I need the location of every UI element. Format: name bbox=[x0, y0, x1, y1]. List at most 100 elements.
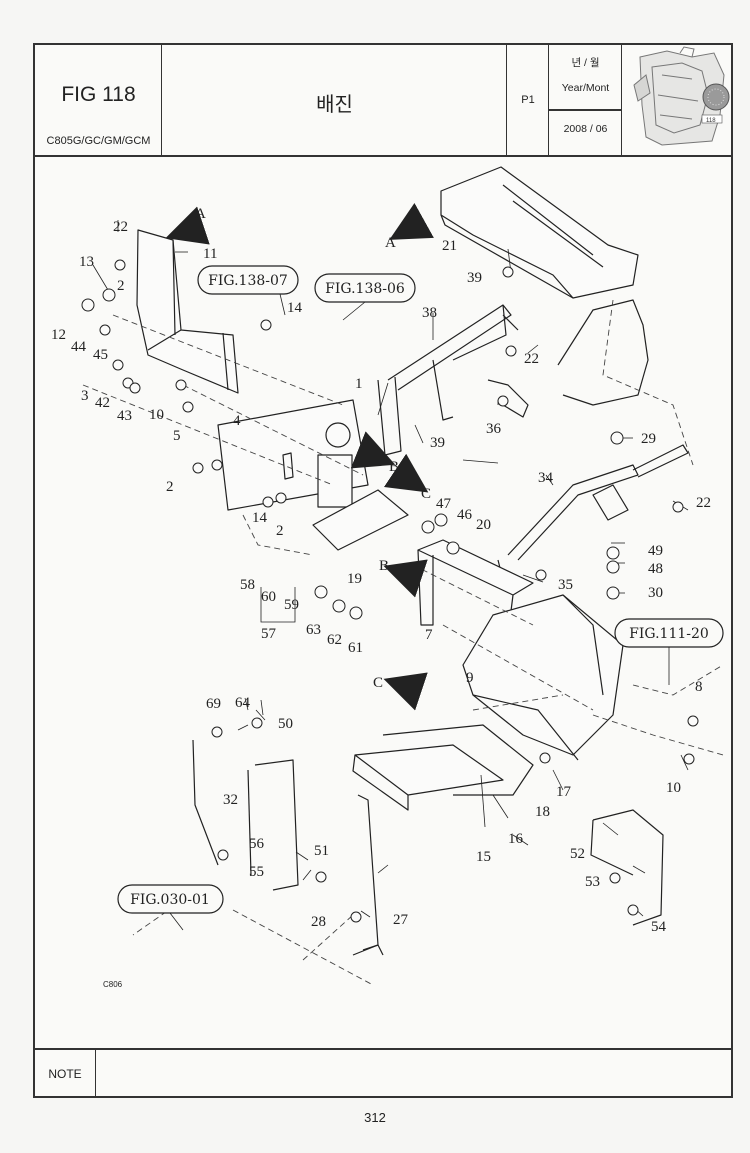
view-letter: B bbox=[389, 459, 399, 475]
part-number: 69 bbox=[206, 696, 221, 712]
arrow-a-rear bbox=[389, 202, 434, 240]
note-row: NOTE bbox=[35, 1048, 731, 1098]
arrow-c-right bbox=[383, 672, 428, 711]
part-number: 21 bbox=[442, 238, 457, 254]
part-number: 19 bbox=[347, 571, 362, 587]
part-number: 14 bbox=[252, 510, 268, 526]
part-number: 64 bbox=[235, 695, 251, 711]
ref-fig-111-20: FIG.111-20 bbox=[629, 626, 709, 642]
part-number: 5 bbox=[173, 428, 181, 444]
arrow-a-upper bbox=[165, 206, 210, 245]
part-number: 52 bbox=[570, 846, 585, 862]
part-number: 27 bbox=[393, 912, 409, 928]
part-number: 48 bbox=[648, 561, 663, 577]
figure-cell: FIG 118 C805G/GC/GM/GCM bbox=[35, 45, 162, 155]
date-header-ko: 년 / 월 bbox=[571, 57, 600, 69]
arrow-c-left bbox=[383, 453, 429, 493]
ref-bubble-138-07 bbox=[197, 265, 299, 295]
part-number: 22 bbox=[696, 495, 711, 511]
part-number: 15 bbox=[476, 849, 491, 865]
part-number: 7 bbox=[425, 627, 433, 643]
part-number: 43 bbox=[117, 408, 132, 424]
view-letter: C bbox=[421, 486, 431, 502]
thumbnail-tag: 118 bbox=[706, 118, 716, 124]
part-number: 4 bbox=[233, 413, 241, 429]
part-number: 16 bbox=[508, 831, 524, 847]
part-number: 12 bbox=[51, 327, 66, 343]
part-number: 34 bbox=[538, 470, 554, 486]
part-number: 57 bbox=[261, 626, 277, 642]
combine-harvester-sketch: 118 bbox=[633, 46, 730, 146]
part-number: 18 bbox=[535, 804, 550, 820]
date-header-en: Year/Mont bbox=[561, 82, 610, 94]
model-codes: C805G/GC/GM/GCM bbox=[46, 135, 151, 147]
part-number: 10 bbox=[666, 780, 681, 796]
part-number: 56 bbox=[249, 836, 265, 852]
title-cell: 배진 bbox=[162, 45, 507, 155]
note-label-cell: NOTE bbox=[35, 1050, 96, 1098]
figure-number: FIG 118 bbox=[61, 83, 136, 106]
part-number: 2 bbox=[276, 523, 284, 539]
section-title: 배진 bbox=[316, 92, 353, 116]
date-cell: 년 / 월 Year/Mont 2008 / 06 bbox=[549, 45, 622, 155]
part-number: 10 bbox=[149, 407, 164, 423]
part-number: 50 bbox=[278, 716, 293, 732]
machine-thumbnail: 118 bbox=[622, 45, 731, 155]
part-number: 58 bbox=[240, 577, 255, 593]
part-number: 17 bbox=[556, 784, 572, 800]
part-number: 9 bbox=[466, 670, 474, 686]
part-number: 54 bbox=[651, 919, 667, 935]
arrow-b-left bbox=[350, 431, 396, 469]
note-label: NOTE bbox=[48, 1067, 82, 1081]
date-divider bbox=[549, 109, 622, 111]
part-number: 35 bbox=[558, 577, 573, 593]
title-block: FIG 118 C805G/GC/GM/GCM 배진 P1 년 / 월 Year… bbox=[35, 45, 731, 157]
part-number: 42 bbox=[95, 395, 110, 411]
part-number: 46 bbox=[457, 507, 473, 523]
part-number: 49 bbox=[648, 543, 663, 559]
part-number: 63 bbox=[306, 622, 321, 638]
part-number: 62 bbox=[327, 632, 342, 648]
part-number: 55 bbox=[249, 864, 264, 880]
part-number: 2 bbox=[166, 479, 174, 495]
part-number: 44 bbox=[71, 339, 87, 355]
part-number: 22 bbox=[524, 351, 539, 367]
ref-fig-030-01: FIG.030-01 bbox=[130, 892, 210, 908]
part-number: 2 bbox=[117, 278, 125, 294]
part-number: 3 bbox=[81, 388, 89, 404]
page-code-cell: P1 bbox=[507, 45, 549, 155]
page-number: 312 bbox=[364, 1110, 386, 1125]
view-letter: A bbox=[195, 206, 206, 222]
part-number: 22 bbox=[113, 219, 128, 235]
part-number: 39 bbox=[467, 270, 482, 286]
part-number: 39 bbox=[430, 435, 445, 451]
part-number: 45 bbox=[93, 347, 108, 363]
date-value: 2008 / 06 bbox=[563, 123, 608, 135]
exploded-parts-diagram: FIG.138-07 FIG.138-06 FIG.111-20 FIG.030… bbox=[33, 155, 733, 1005]
part-number: 61 bbox=[348, 640, 363, 656]
part-number: 47 bbox=[436, 496, 452, 512]
part-number: 29 bbox=[641, 431, 656, 447]
arrow-b-right bbox=[383, 559, 428, 598]
view-letter: A bbox=[385, 235, 396, 251]
part-number: 53 bbox=[585, 874, 600, 890]
part-number: 36 bbox=[486, 421, 502, 437]
page-code: P1 bbox=[521, 94, 535, 106]
part-number: 8 bbox=[695, 679, 703, 695]
ref-fig-138-06: FIG.138-06 bbox=[325, 281, 405, 297]
view-letter: C bbox=[373, 675, 383, 691]
ref-fig-138-07: FIG.138-07 bbox=[208, 273, 288, 289]
view-letter: B bbox=[379, 558, 389, 574]
part-number: 1 bbox=[355, 376, 363, 392]
part-number: 60 bbox=[261, 589, 276, 605]
part-number: 11 bbox=[203, 246, 217, 262]
part-number: 38 bbox=[422, 305, 437, 321]
part-number: 32 bbox=[223, 792, 238, 808]
part-number: 20 bbox=[476, 517, 491, 533]
part-number: 13 bbox=[79, 254, 94, 270]
part-number: 14 bbox=[287, 300, 303, 316]
drawing-code: C806 bbox=[103, 980, 123, 989]
part-number: 59 bbox=[284, 597, 299, 613]
part-number: 30 bbox=[648, 585, 663, 601]
part-number: 28 bbox=[311, 914, 326, 930]
